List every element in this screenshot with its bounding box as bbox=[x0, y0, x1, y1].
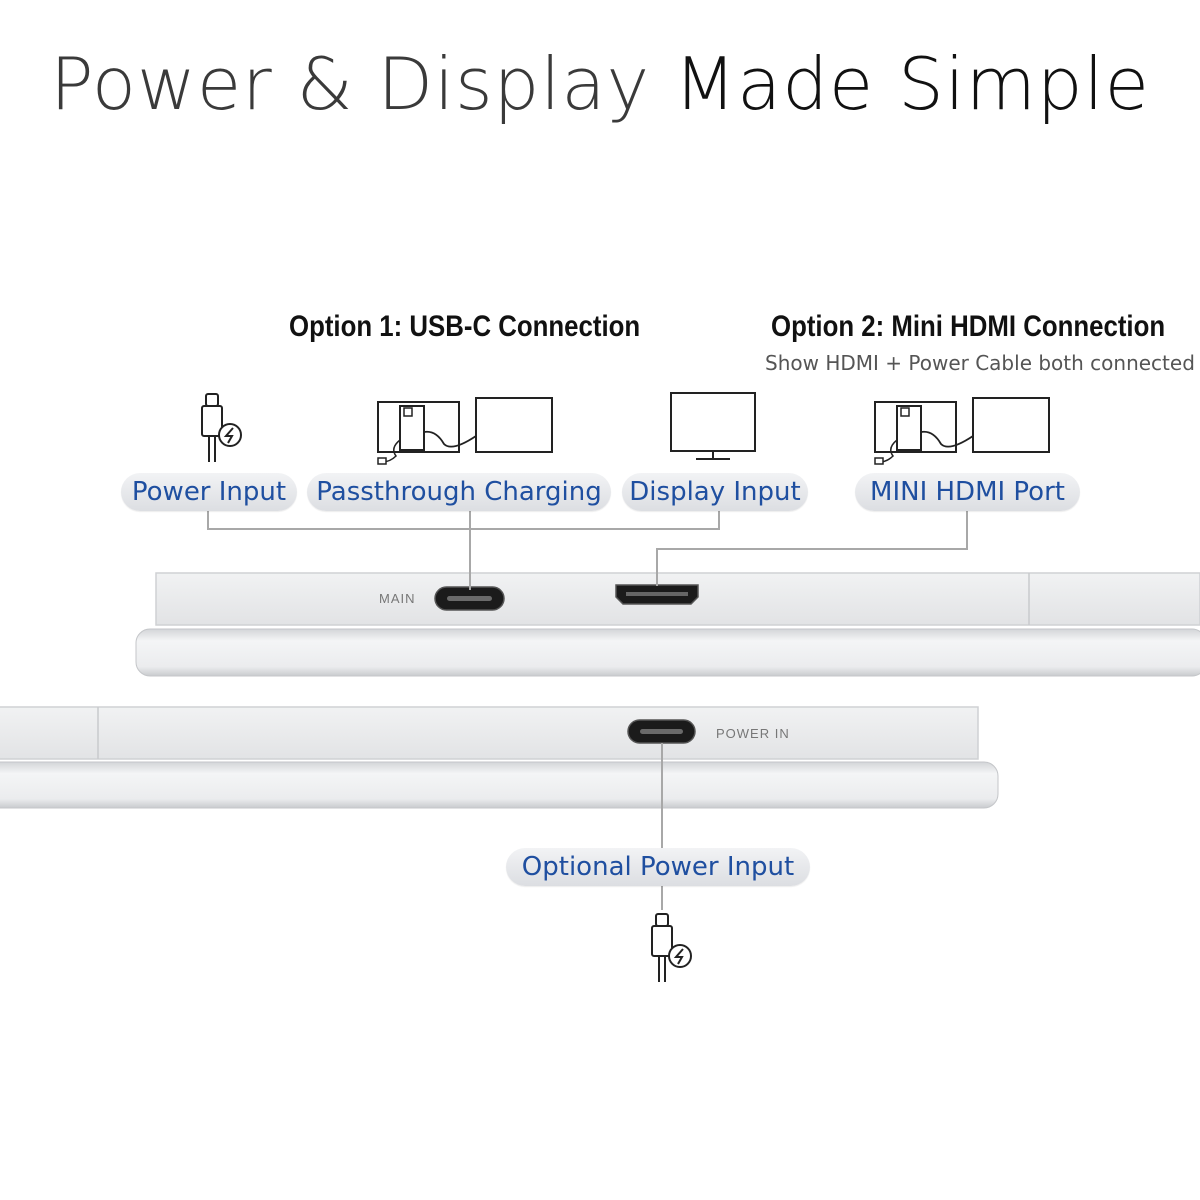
lower-device-base bbox=[0, 761, 999, 809]
monitor-icon bbox=[670, 392, 756, 460]
connector-line bbox=[718, 510, 720, 530]
label-display-input: Display Input bbox=[622, 473, 808, 511]
port-label-main: MAIN bbox=[379, 591, 416, 606]
connector-line bbox=[207, 528, 720, 530]
laptop-monitor-hdmi-icon bbox=[874, 397, 1050, 465]
label-optional-power-input: Optional Power Input bbox=[506, 848, 810, 886]
connector-line bbox=[966, 510, 968, 550]
label-passthrough-charging: Passthrough Charging bbox=[307, 473, 611, 511]
option1-heading: Option 1: USB-C Connection bbox=[289, 310, 641, 343]
lower-device-body bbox=[0, 706, 979, 760]
connector-line bbox=[656, 548, 658, 586]
connector-line bbox=[661, 743, 663, 851]
connector-line bbox=[469, 510, 471, 590]
connector-line bbox=[656, 548, 968, 550]
option2-subtitle: Show HDMI + Power Cable both connected bbox=[765, 351, 1195, 375]
option2-heading: Option 2: Mini HDMI Connection bbox=[771, 310, 1166, 343]
laptop-monitor-charging-icon bbox=[377, 397, 553, 465]
page-title: Power & Display Made Simple bbox=[50, 42, 1150, 126]
label-mini-hdmi-port: MINI HDMI Port bbox=[855, 473, 1080, 511]
upper-device-base bbox=[135, 628, 1200, 677]
label-power-input: Power Input bbox=[121, 473, 297, 511]
port-label-power-in: POWER IN bbox=[716, 726, 790, 741]
connector-line bbox=[207, 510, 209, 530]
connector-line bbox=[661, 884, 663, 910]
usb-c-power-icon bbox=[201, 393, 242, 462]
usb-c-power-icon bbox=[651, 913, 692, 982]
